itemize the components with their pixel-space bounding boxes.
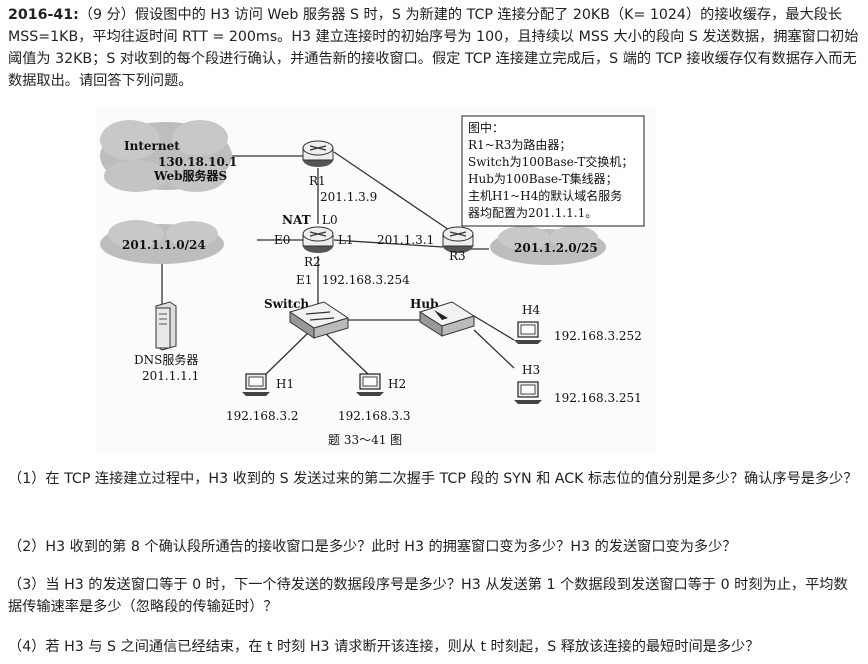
l0-label: L0	[322, 213, 338, 227]
network-figure: Internet 130.18.10.1 Web服务器S 201.1.1.0/2…	[96, 106, 656, 454]
l1-ip: 201.1.3.1	[377, 233, 434, 247]
r1-label: R1	[309, 174, 326, 188]
host-h3-icon	[514, 381, 542, 404]
legend-line: R1~R3为路由器；	[468, 137, 571, 152]
question-4: （4）若 H3 与 S 之间通信已经结束，在 t 时刻 H3 请求断开该连接，则…	[8, 639, 760, 655]
server-ip: 130.18.10.1	[158, 155, 237, 169]
net-right-label: 201.1.2.0/25	[514, 241, 598, 255]
internet-cloud-icon	[100, 120, 232, 192]
router-r3-icon	[442, 226, 474, 253]
h4-ip: 192.168.3.252	[554, 329, 642, 343]
h2-label: H2	[388, 377, 406, 391]
r2-label: R2	[304, 255, 321, 269]
problem-intro: 2016-41:（9 分）假设图中的 H3 访问 Web 服务器 S 时，S 为…	[8, 4, 860, 92]
network-cloud-left-icon	[100, 220, 224, 264]
server-name: Web服务器S	[153, 168, 227, 183]
internet-label: Internet	[124, 139, 180, 153]
problem-id: 2016-41:	[8, 7, 79, 23]
hub-label: Hub	[410, 297, 438, 311]
host-h2-icon	[356, 373, 384, 396]
switch-label: Switch	[264, 297, 309, 311]
legend-line: 主机H1~H4的默认域名服务	[468, 188, 622, 203]
question-1: （1）在 TCP 连接建立过程中，H3 收到的 S 发送过来的第二次握手 TCP…	[8, 471, 858, 487]
e1-label: E1	[296, 273, 312, 287]
router-r2-icon	[302, 226, 334, 253]
h4-label: H4	[522, 303, 540, 317]
h3-label: H3	[522, 363, 540, 377]
l1-label: L1	[338, 233, 354, 247]
question-3: （3）当 H3 的发送窗口等于 0 时，下一个待发送的数据段序号是多少？H3 从…	[8, 577, 848, 615]
dns-server-icon	[155, 301, 177, 351]
e0-label: E0	[274, 233, 290, 247]
nat-label: NAT	[282, 213, 311, 227]
legend-line: Switch为100Base-T交换机；	[468, 154, 633, 169]
r3-label: R3	[449, 249, 466, 263]
r1-ip: 201.1.3.9	[320, 190, 377, 204]
question-2: （2）H3 收到的第 8 个确认段所通告的接收窗口是多少？此时 H3 的拥塞窗口…	[8, 539, 737, 555]
legend-line: 图中：	[468, 120, 504, 135]
switch-icon	[288, 301, 350, 339]
h1-label: H1	[276, 377, 294, 391]
dns-ip: 201.1.1.1	[142, 369, 199, 383]
h1-ip: 192.168.3.2	[226, 409, 299, 423]
host-h1-icon	[242, 373, 270, 396]
host-h4-icon	[514, 321, 542, 344]
e1-ip: 192.168.3.254	[322, 273, 410, 287]
network-cloud-right-icon	[490, 226, 606, 265]
h2-ip: 192.168.3.3	[338, 409, 411, 423]
net-left-label: 201.1.1.0/24	[122, 238, 206, 252]
h3-ip: 192.168.3.251	[554, 391, 642, 405]
router-r1-icon	[302, 140, 334, 167]
dns-name: DNS服务器	[134, 352, 198, 367]
figure-caption: 题 33～41 图	[328, 433, 402, 447]
legend-box	[461, 115, 645, 227]
legend: 图中： R1~R3为路由器； Switch为100Base-T交换机； Hub为100…	[468, 120, 633, 220]
legend-line: 器均配置为201.1.1.1。	[468, 206, 597, 220]
hub-icon	[418, 301, 476, 337]
problem-text: （9 分）假设图中的 H3 访问 Web 服务器 S 时，S 为新建的 TCP …	[8, 7, 859, 89]
legend-line: Hub为100Base-T集线器；	[468, 171, 618, 186]
